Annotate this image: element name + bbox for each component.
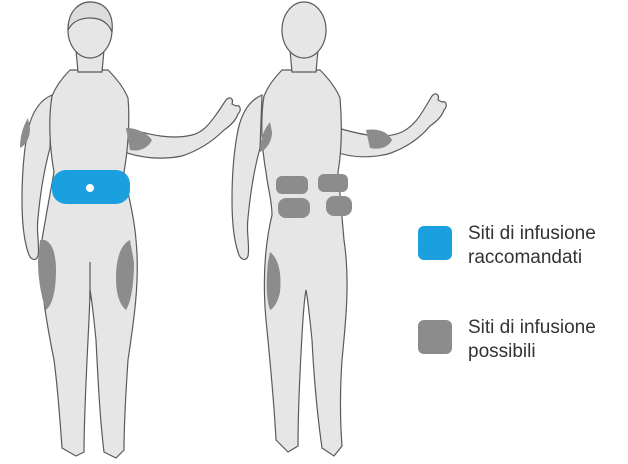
legend-label-possible-line2: possibili (468, 340, 628, 364)
back-lower-left-zone (276, 176, 308, 194)
legend-label-recommended-line1: Siti di infusione (468, 222, 628, 246)
navel (86, 184, 94, 192)
legend-item-recommended: Siti di infusione raccomandati (418, 222, 628, 270)
legend-swatch-possible (418, 320, 452, 354)
human-body-back-icon (232, 2, 446, 456)
legend-label-possible-line1: Siti di infusione (468, 316, 628, 340)
back-lower-right-zone (318, 174, 348, 192)
back-buttock-right-zone (326, 196, 352, 216)
human-body-front-icon (22, 2, 240, 458)
back-buttock-left-zone (278, 198, 310, 218)
legend-label-recommended-line2: raccomandati (468, 246, 628, 270)
legend-swatch-recommended (418, 226, 452, 260)
legend-item-possible: Siti di infusione possibili (418, 316, 628, 364)
